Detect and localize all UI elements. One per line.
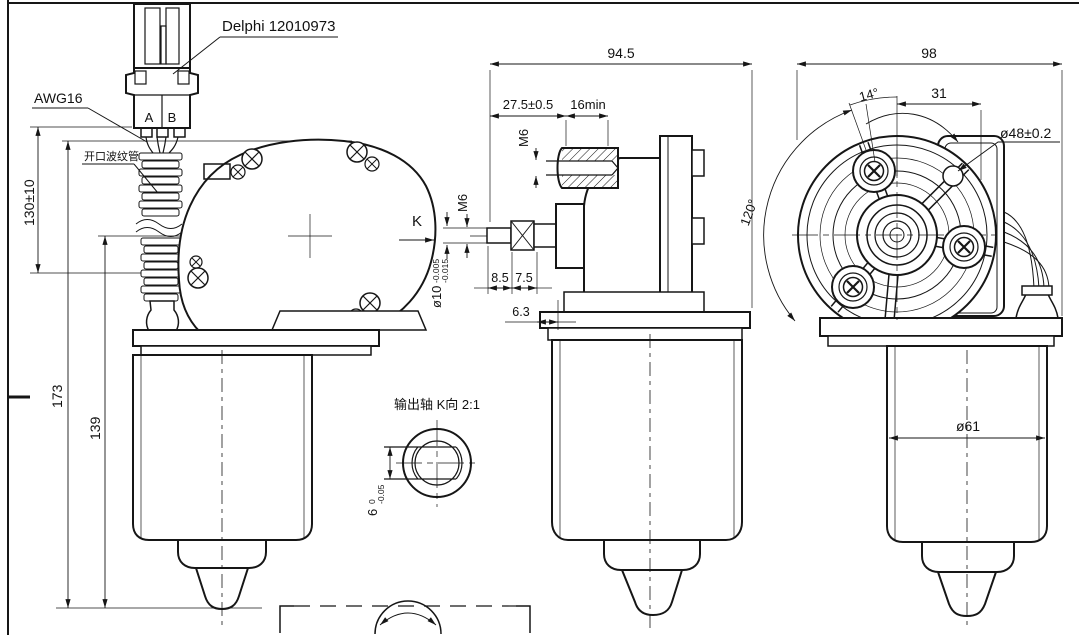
screw — [189, 255, 203, 269]
callout-connector: Delphi 12010973 — [172, 18, 338, 75]
wire-grommet — [1003, 211, 1059, 319]
connector-part-label: Delphi 12010973 — [222, 18, 335, 35]
dim-overall-height: 173 — [49, 384, 65, 408]
dim-mount-depth: 27.5±0.5 — [503, 97, 554, 112]
screw — [359, 292, 381, 314]
dim-overall-width: 98 — [921, 45, 937, 61]
view-side: K 94.5 27.5±0.5 16min M6 M6 ø10 -0.005 -… — [399, 45, 753, 628]
lead-wires — [145, 136, 179, 155]
pin-a-label: A — [145, 110, 154, 125]
thread-boss — [546, 147, 619, 189]
dim-overall-length: 94.5 — [607, 45, 634, 61]
swing-arrow — [379, 612, 437, 626]
detail-output-shaft: 输出轴 K向 2:1 6 0 -0.05 — [365, 397, 480, 516]
motor-can-front — [132, 310, 428, 625]
mounting-boss — [942, 225, 986, 269]
dim-flat-width: 6 — [365, 509, 380, 516]
dim-boss-angle-offset: 14° — [857, 85, 880, 105]
screw — [241, 148, 263, 170]
callout-corrugated-tube: 开口波纹管 — [82, 149, 159, 194]
swing-indicator — [279, 600, 531, 635]
dim-flat-tol-upper: 0 — [367, 499, 377, 504]
gearbox-housing-side — [546, 135, 705, 313]
detail-title: 输出轴 K向 2:1 — [394, 397, 480, 412]
screw — [346, 141, 368, 163]
dim-face-offset: 6.3 — [512, 305, 529, 319]
dim-shaft-dia-tol-upper: -0.005 — [431, 259, 441, 283]
gearbox-housing-front — [177, 138, 437, 333]
motor-can-face — [819, 317, 1063, 628]
motor-can-side — [539, 311, 751, 628]
dim-shaft-thread: M6 — [455, 194, 470, 212]
dim-wire-length: 130±10 — [21, 179, 37, 226]
callout-wire-gauge: AWG16 — [32, 90, 148, 143]
dim-shaft-dia: ø10 — [429, 286, 444, 308]
dim-shaft-dia-group: ø10 -0.005 -0.015 — [429, 259, 450, 308]
wire-gauge-label: AWG16 — [34, 90, 83, 106]
screw — [364, 156, 380, 172]
rotation-arrow — [865, 112, 959, 143]
dim-shaft-dia-tol-lower: -0.015 — [440, 259, 450, 283]
dim-center-offset: 31 — [931, 85, 947, 101]
dim-shaft-len-1: 8.5 — [491, 271, 508, 285]
dim-boss-spacing-angle: 120° — [737, 197, 760, 227]
screw — [187, 267, 209, 289]
dim-boss-thread: M6 — [516, 129, 531, 147]
corrugated-tube — [135, 152, 183, 332]
screw — [230, 164, 246, 180]
dim-flat-tol-lower: -0.05 — [376, 484, 386, 504]
view-face: 98 31 14° 120° ø48±0.2 ø61 — [737, 45, 1063, 628]
dim-body-height: 139 — [87, 416, 103, 440]
corrugated-tube-label: 开口波纹管 — [84, 149, 139, 163]
pin-b-label: B — [168, 110, 177, 125]
view-arrow-k: K — [399, 213, 434, 243]
output-shaft — [486, 220, 557, 251]
dim-thread-depth: 16min — [570, 97, 605, 112]
dimarc-boss-spacing — [763, 109, 853, 322]
dim-pilot-dia: ø48±0.2 — [1000, 125, 1051, 141]
dim-motor-dia: ø61 — [956, 418, 980, 434]
dim-shaft-len-2: 7.5 — [515, 271, 532, 285]
view-letter: K — [412, 213, 422, 230]
view-front-motor: A B — [21, 3, 437, 625]
mounting-boss — [831, 265, 875, 309]
dim-flat-group: 6 0 -0.05 — [365, 484, 386, 516]
connector: A B — [125, 3, 199, 138]
